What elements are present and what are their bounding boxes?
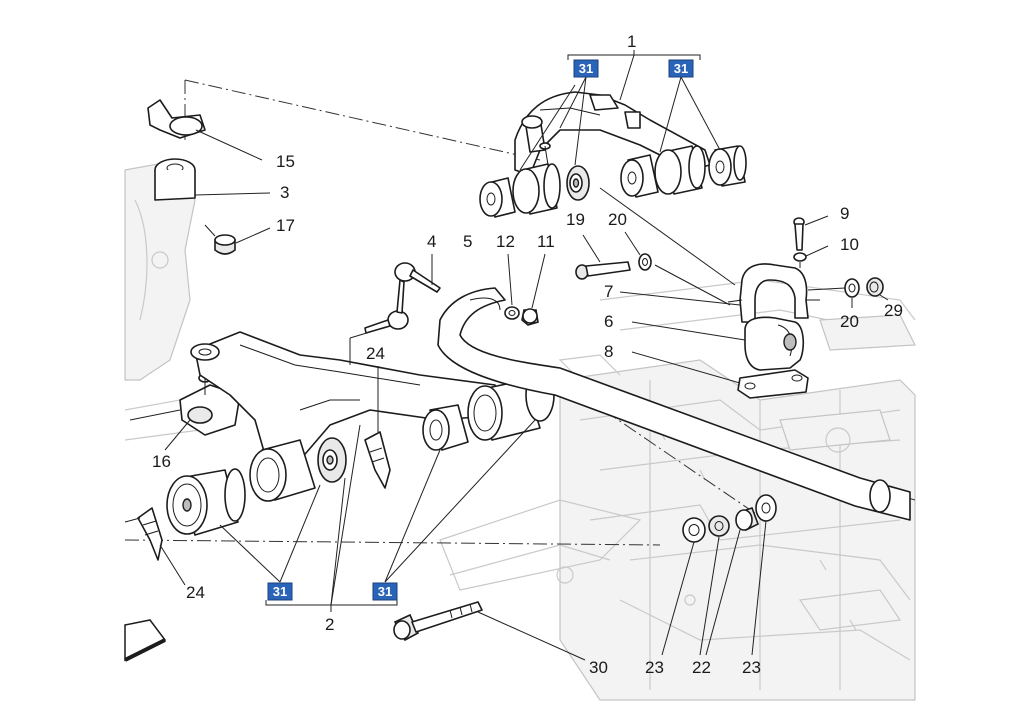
ref-badge-31-lower-right: 31 (372, 582, 398, 601)
callout-29: 29 (884, 301, 903, 320)
clamp-part-7 (619, 263, 820, 323)
bushing-ua-3 (566, 165, 590, 201)
callout-5: 5 (463, 232, 472, 251)
svg-text:31: 31 (273, 584, 287, 599)
clamp-part-15 (147, 99, 263, 161)
stabiliser-link-part-4 (349, 254, 441, 365)
callout-17: 17 (276, 216, 295, 235)
callout-19: 19 (566, 210, 585, 229)
bolt-part-30 (393, 601, 586, 661)
washer-part-10 (793, 245, 829, 262)
group-bracket-1 (519, 50, 721, 171)
callout-3: 3 (280, 183, 289, 202)
bushing-ua-2 (512, 163, 561, 215)
callout-6: 6 (604, 312, 613, 331)
upper-arm-bushings (479, 145, 747, 218)
bracket-part-16 (129, 373, 241, 451)
nut-part-22-b (705, 506, 760, 656)
knuckle-boss-part-3 (154, 158, 271, 201)
svg-text:31: 31 (378, 584, 392, 599)
bushing-part-6 (631, 316, 805, 371)
callout-1: 1 (627, 32, 636, 51)
washer-part-20-b (807, 278, 860, 308)
washer-part-12 (504, 253, 520, 320)
bushing-ua-5 (654, 145, 706, 195)
washer-part-20-a (599, 187, 736, 306)
callout-4: 4 (427, 232, 436, 251)
callout-24-lower: 24 (186, 583, 205, 602)
callout-15: 15 (276, 152, 295, 171)
bushing-ua-4 (620, 154, 659, 198)
nut-part-29 (866, 277, 889, 301)
svg-text:31: 31 (579, 61, 593, 76)
bushing-rear-small (422, 404, 469, 451)
bushing-ua-1 (479, 177, 516, 218)
stabiliser-bar-part-5 (437, 287, 911, 521)
knuckle-ghost (124, 159, 202, 441)
callout-10: 10 (840, 235, 859, 254)
washer-mid (317, 437, 347, 483)
callout-9: 9 (840, 204, 849, 223)
washer-part-23-b (751, 494, 777, 656)
bolt-part-19 (575, 234, 631, 280)
svg-text:31: 31 (674, 61, 688, 76)
clip-part-24-lower (124, 507, 186, 586)
callout-23-left: 23 (645, 658, 664, 677)
bushing-front-small (249, 439, 316, 502)
nut-part-11 (521, 253, 546, 326)
bolt-part-9 (793, 215, 829, 268)
callout-20-right: 20 (840, 312, 859, 331)
callout-12: 12 (496, 232, 515, 251)
callout-labels: 1 2 3 4 5 6 7 8 9 10 11 12 15 16 17 19 2… (152, 32, 903, 677)
ref-badge-31-upper-left: 31 (573, 59, 599, 78)
callout-22: 22 (692, 658, 711, 677)
ref-badge-31-upper-right: 31 (668, 59, 694, 78)
clip-part-24-upper (364, 366, 391, 489)
ref-badge-31-lower-left: 31 (267, 582, 293, 601)
callout-16: 16 (152, 452, 171, 471)
plate-part-8 (631, 351, 809, 399)
callout-11: 11 (537, 232, 555, 251)
callout-8: 8 (604, 342, 613, 361)
callout-23-right: 23 (742, 658, 761, 677)
direction-indicator (124, 619, 167, 662)
callout-20-upper: 20 (608, 210, 627, 229)
washer-part-23-a (661, 517, 706, 656)
callout-30: 30 (589, 658, 608, 677)
group-bracket-2 (219, 419, 536, 612)
nut-part-22-a (699, 515, 730, 656)
callout-2: 2 (325, 615, 334, 634)
bushing-front-large (166, 468, 246, 536)
nut-part-17 (204, 224, 271, 255)
callout-7: 7 (604, 282, 613, 301)
bushing-ua-6 (708, 145, 747, 187)
callout-24-upper: 24 (366, 344, 385, 363)
lower-control-arm-part-2 (190, 331, 501, 471)
